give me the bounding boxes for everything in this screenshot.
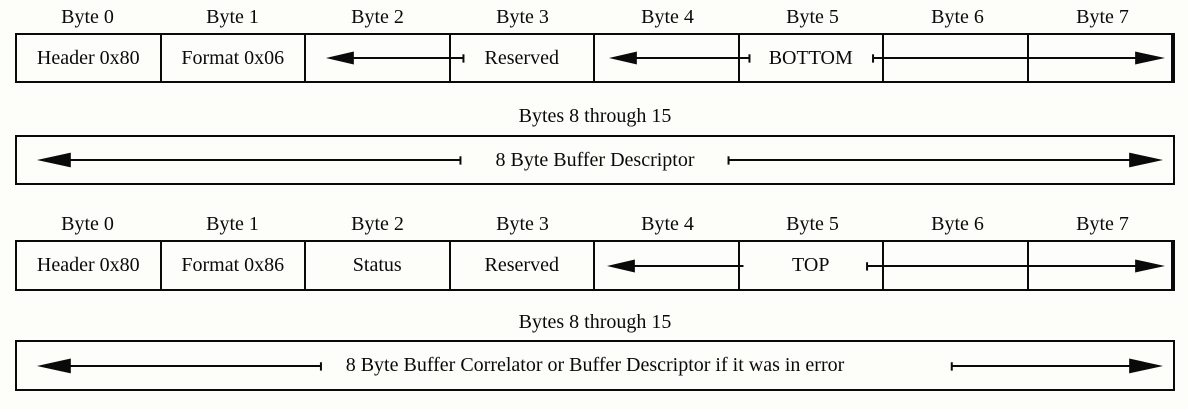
record2-byte-field-table: Header 0x80 Format 0x86 Status Reserved …	[15, 240, 1175, 291]
record1-header-field: Header 0x80	[36, 46, 140, 69]
record1-cell-byte6	[884, 35, 1029, 81]
record1-cell-byte5: BOTTOM	[740, 35, 884, 81]
record2-header-field: Header 0x80	[36, 254, 140, 276]
record1-byte0-label: Byte 0	[61, 6, 114, 28]
record2-byte7-label: Byte 7	[1076, 213, 1129, 235]
record2-trailer-box: 8 Byte Buffer Correlator or Buffer Descr…	[15, 340, 1175, 391]
record1-byte-field-table: Header 0x80 Format 0x06 Reserved BOTTOM	[15, 33, 1175, 83]
record2-byte3-label: Byte 3	[496, 213, 549, 235]
record1-cell-byte2	[306, 35, 451, 81]
record1-cell-byte7	[1029, 35, 1173, 81]
record2-cell-byte7	[1029, 242, 1173, 289]
record2-byte1-label: Byte 1	[206, 213, 259, 235]
record1-byte3-label: Byte 3	[496, 6, 549, 28]
record1-trailer-box: 8 Byte Buffer Descriptor	[15, 135, 1175, 185]
record2-byte6-label: Byte 6	[931, 213, 984, 235]
record2-byte-label-row: Byte 0 Byte 1 Byte 2 Byte 3 Byte 4 Byte …	[15, 212, 1175, 236]
record1-cell-byte1: Format 0x06	[162, 35, 306, 81]
record1-reserved-field: Reserved	[484, 46, 559, 69]
record2-cell-byte0: Header 0x80	[17, 242, 162, 289]
record2-cell-byte3: Reserved	[451, 242, 595, 289]
record2-cell-byte1: Format 0x86	[162, 242, 306, 289]
record2-bytes8-15-caption: Bytes 8 through 15	[518, 311, 672, 333]
record1-bytes8-15-caption: Bytes 8 through 15	[518, 105, 672, 127]
record2-status-field: Status	[352, 254, 402, 276]
record1-byte2-label: Byte 2	[351, 6, 404, 28]
record2-cell-byte4	[595, 242, 740, 289]
record2-byte0-label: Byte 0	[61, 213, 114, 235]
record2-cell-byte6	[884, 242, 1029, 289]
record1-byte-label-row: Byte 0 Byte 1 Byte 2 Byte 3 Byte 4 Byte …	[15, 5, 1175, 29]
record1-cell-byte3: Reserved	[451, 35, 595, 81]
record1-byte6-label: Byte 6	[931, 6, 984, 28]
record2-top-field: TOP	[792, 254, 830, 276]
record2-byte4-label: Byte 4	[641, 213, 694, 235]
record2-cell-byte2: Status	[306, 242, 451, 289]
record1-cell-byte4	[595, 35, 740, 81]
record1-byte7-label: Byte 7	[1076, 6, 1129, 28]
record1-bottom-field: BOTTOM	[768, 46, 853, 69]
record2-trailer-label: 8 Byte Buffer Correlator or Buffer Descr…	[345, 354, 845, 376]
record2-reserved-field: Reserved	[484, 254, 559, 276]
record2-byte2-label: Byte 2	[351, 213, 404, 235]
record2-byte5-label: Byte 5	[786, 213, 839, 235]
record2-cell-byte5: TOP	[740, 242, 884, 289]
record1-byte5-label: Byte 5	[786, 6, 839, 28]
record2-format-field: Format 0x86	[181, 254, 285, 276]
record1-byte4-label: Byte 4	[641, 6, 694, 28]
record1-byte1-label: Byte 1	[206, 6, 259, 28]
record1-cell-byte0: Header 0x80	[17, 35, 162, 81]
record1-trailer-label: 8 Byte Buffer Descriptor	[495, 148, 695, 171]
record1-format-field: Format 0x06	[181, 46, 285, 69]
